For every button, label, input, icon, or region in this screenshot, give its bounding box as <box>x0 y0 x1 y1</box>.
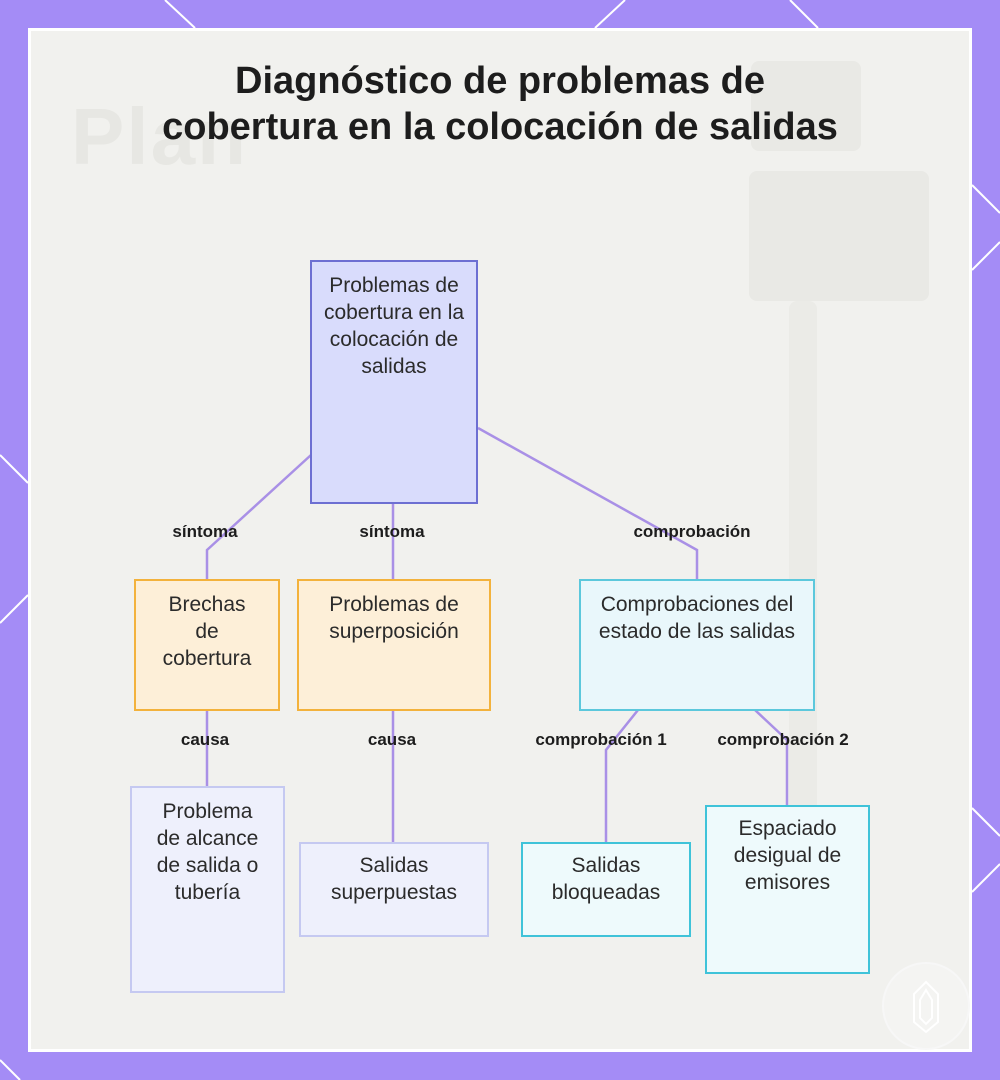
background-shape <box>749 171 929 301</box>
node-comprobaciones: Comprobaciones del estado de las salidas <box>579 579 815 711</box>
background-shape <box>751 61 861 151</box>
edge-label-sintoma-1: síntoma <box>172 522 238 541</box>
node-root: Problemas de cobertura en la colocación … <box>310 260 478 504</box>
edge-comprobaciones-espaciado <box>754 709 789 805</box>
node-superposicion: Problemas de superposición <box>297 579 491 711</box>
edge-root-brechas <box>205 454 312 580</box>
edge-label-comprobacion: comprobación <box>633 522 751 541</box>
background-watermark-text: Plan <box>71 92 248 181</box>
edge-label-causa-1: causa <box>180 730 230 749</box>
edge-label-comprobacion-2: comprobación 2 <box>717 730 849 749</box>
edge-label-comprobacion-1: comprobación 1 <box>535 730 667 749</box>
node-superpuestas: Salidas superpuestas <box>299 842 489 937</box>
logo-watermark-icon <box>882 962 970 1050</box>
node-espaciado: Espaciado desigual de emisores <box>705 805 870 974</box>
edge-comprobaciones-bloqueadas <box>604 709 639 842</box>
diagram-title: Diagnóstico de problemas de cobertura en… <box>162 60 838 148</box>
edge-label-causa-2: causa <box>367 730 417 749</box>
node-bloqueadas: Salidas bloqueadas <box>521 842 691 937</box>
node-alcance: Problema de alcance de salida o tubería <box>130 786 285 993</box>
node-brechas: Brechas de cobertura <box>134 579 280 711</box>
edge-label-sintoma-2: síntoma <box>359 522 425 541</box>
edge-root-comprobaciones <box>477 426 699 580</box>
